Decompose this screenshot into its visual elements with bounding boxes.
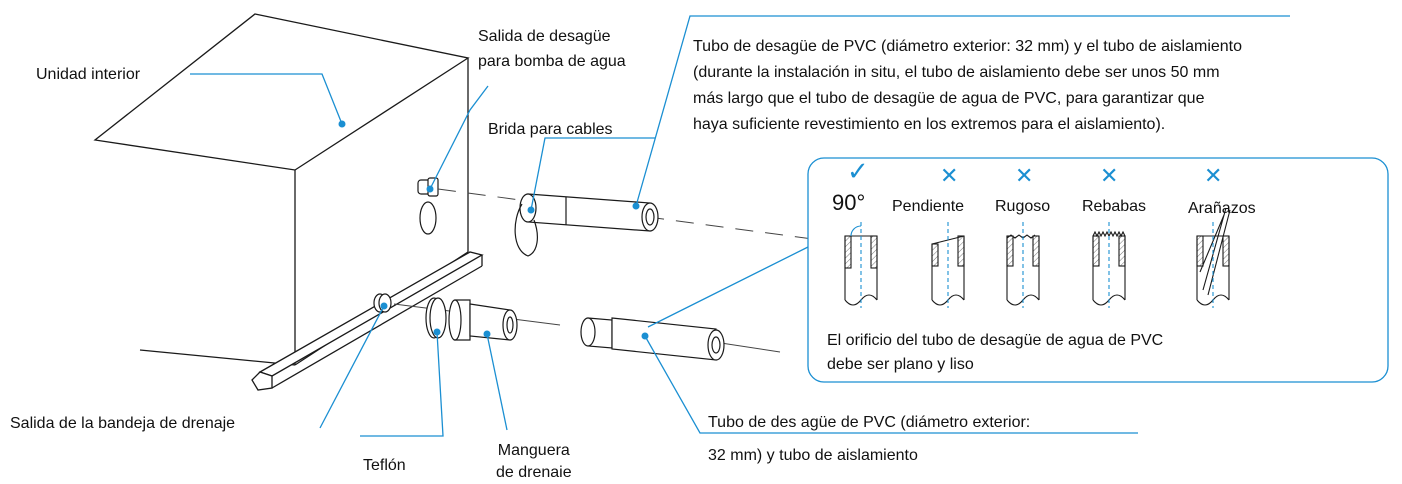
inset-label-pendiente: Pendiente [892,198,965,215]
label-pump-outlet-line1: Salida de desagüe [478,28,611,45]
label-pvc-top-line1: Tubo de desagüe de PVC (diámetro exterio… [693,38,1243,55]
inset-pipe-90 [844,222,878,308]
inset-label-rugoso: Rugoso [995,198,1051,215]
drain-hose-fitting [448,299,518,341]
inset-pipe-slope [931,222,965,308]
inset-pipe-rough [1006,222,1040,308]
label-pvc-top-line4: haya suficiente revestimiento en los ext… [693,116,1166,133]
cross-icon-rebabas: ✕ [1100,163,1119,188]
label-pvc-top: Tubo de desagüe de PVC (diámetro exterio… [693,34,1242,138]
check-icon: ✓ [847,156,869,186]
inset-pipe-scratches [1196,207,1231,308]
label-cable-tie: Brida para cables [488,121,613,138]
cross-icon-aranazos: ✕ [1204,163,1223,188]
label-pvc-top-line2: (durante la instalación in situ, el tubo… [693,64,1220,81]
upper-pvc-tube [514,193,659,257]
leader-dots [338,120,649,340]
inset-label-aranazos: Arañazos [1188,200,1256,217]
indoor-unit-drawing [93,13,484,391]
label-drain-hose-line1: Manguera [497,442,570,459]
inset-note-line1: El orificio del tubo de desagüe de agua … [827,332,1164,349]
inset-note-line2: debe ser plano y liso [827,356,974,373]
cross-icon-rugoso: ✕ [1015,163,1034,188]
inset-box [807,157,1389,383]
label-indoor-unit: Unidad interior [36,66,141,83]
label-pvc-bottom-line2: 32 mm) y tubo de aislamiento [708,447,918,464]
label-tray-outlet: Salida de la bandeja de drenaje [10,415,236,432]
inset-label-90: 90° [832,190,866,215]
inset-pipe-burrs [1092,222,1126,308]
label-pump-outlet-line2: para bomba de agua [478,53,626,70]
label-pvc-bottom-line1: Tubo de des agüe de PVC (diámetro exteri… [708,414,1031,431]
label-drain-hose-line2: de drenaie [496,464,572,481]
lower-pvc-tube [580,317,725,361]
cross-icon-pendiente: ✕ [940,163,959,188]
label-drain-hose: Manguera de drenaie [496,440,572,484]
label-teflon: Teflón [363,457,406,474]
teflon-ring [425,297,447,339]
label-pvc-top-line3: más largo que el tubo de desagüe de agua… [693,90,1205,107]
inset-note: El orificio del tubo de desagüe de agua … [827,329,1163,377]
label-pump-outlet: Salida de desagüe para bomba de agua [478,24,626,74]
leader-lines [190,15,1290,437]
inset-label-rebabas: Rebabas [1082,198,1147,215]
